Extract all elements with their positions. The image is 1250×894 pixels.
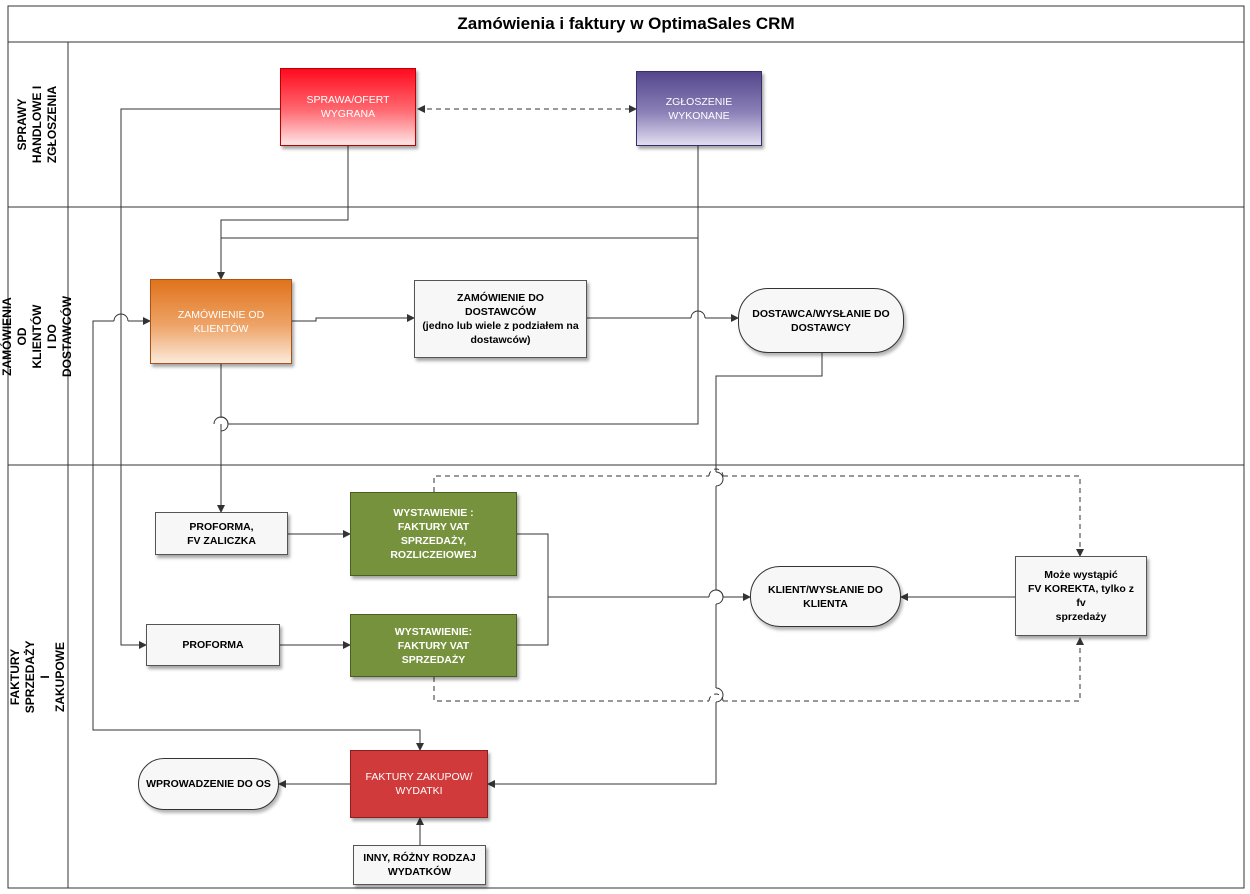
connector-sprawa-zamowienie bbox=[217, 146, 349, 280]
node-zamowienie-do-dostawcow: ZAMÓWIENIE DO DOSTAWCÓW (jedno lub wiele… bbox=[414, 280, 587, 358]
diagram-frame bbox=[7, 5, 1245, 889]
connector-wyst1-klient bbox=[517, 533, 549, 646]
connector-sprawa-proforma bbox=[120, 108, 280, 649]
node-proforma: PROFORMA bbox=[146, 624, 280, 666]
node-proforma-fv-zaliczka: PROFORMA, FV ZALICZKA bbox=[155, 512, 288, 555]
node-zgloszenie-wykonane: ZGŁOSZENIE WYKONANE bbox=[636, 71, 762, 146]
connector-dostawca-zakupow bbox=[715, 353, 823, 472]
connector-zgloszenie-left bbox=[221, 146, 699, 239]
node-wystawienie-faktury-rozliczeniowej: WYSTAWIENIE : FAKTURY VAT SPRZEDAŻY, ROZ… bbox=[350, 492, 517, 576]
node-faktury-zakupow-wydatki: FAKTURY ZAKUPOW/ WYDATKI bbox=[350, 750, 488, 818]
connector-dashed-bottom bbox=[433, 677, 709, 702]
lane-label-zamowienia: ZAMÓWIENIA OD KLIENTÓW I DO DOSTAWCÓW bbox=[0, 295, 75, 377]
node-zamowienie-od-klientow: ZAMÓWIENIE OD KLIENTÓW bbox=[150, 279, 292, 364]
connector-zamowienie-dostawcow bbox=[292, 314, 415, 322]
lane-label-sprawy: SPRAWY HANDLOWE I ZGŁOSZENIA bbox=[15, 85, 60, 164]
node-inny-rodzaj-wydatkow: INNY, RÓŻNY RODZAJ WYDATKÓW bbox=[353, 845, 486, 885]
node-fv-korekta: Może wystąpić FV KOREKTA, tylko z fv spr… bbox=[1015, 556, 1147, 636]
node-wprowadzenie-do-os: WPROWADZENIE DO OS bbox=[138, 758, 279, 810]
connector-dashed-top bbox=[433, 475, 709, 492]
node-sprawa-ofert-wygrana: SPRAWA/OFERT WYGRANA bbox=[280, 68, 416, 146]
node-klient-wyslanie: KLIENT/WYSŁANIE DO KLIENTA bbox=[750, 566, 901, 627]
lane-label-faktury: FAKTURY SPRZEDAŻY I ZAKUPOWE bbox=[8, 640, 68, 713]
node-wystawienie-faktury-vat: WYSTAWIENIE: FAKTURY VAT SPRZEDAŻY bbox=[350, 614, 517, 677]
node-dostawca-wyslanie: DOSTAWCA/WYSŁANIE DO DOSTAWCY bbox=[738, 288, 904, 353]
connector-zgloszenie-bottom bbox=[228, 238, 699, 425]
diagram-title: Zamówienia i faktury w OptimaSales CRM bbox=[457, 14, 795, 33]
